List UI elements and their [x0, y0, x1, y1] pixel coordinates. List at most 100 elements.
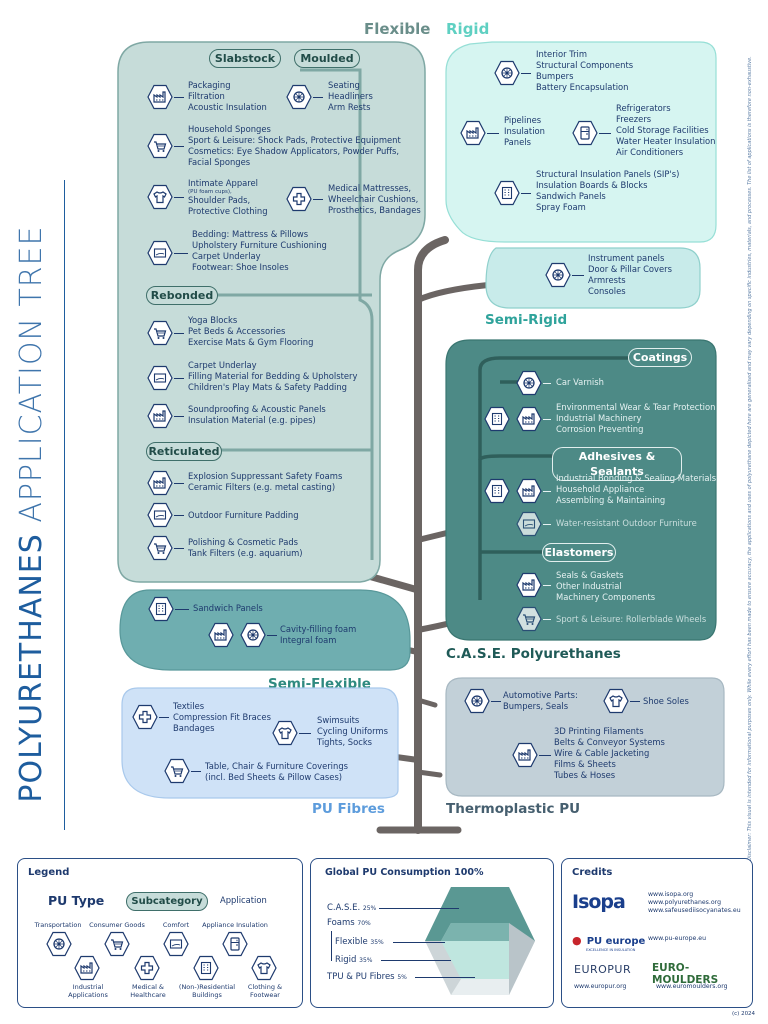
link[interactable]: www.pu-europe.eu — [648, 935, 707, 942]
legend-label: (Non-)Residential Buildings — [178, 983, 236, 999]
connector — [174, 416, 184, 417]
connector — [543, 585, 551, 586]
tshirt-icon — [147, 184, 173, 210]
euromoulders-logo: EURO-MOULDERS — [652, 962, 719, 986]
factory-icon — [516, 406, 542, 432]
connector — [543, 524, 551, 525]
cart-icon — [147, 535, 173, 561]
pill-moulded: Moulded — [294, 49, 360, 68]
list-intimate: Intimate Apparel (PU foam cups), Shoulde… — [188, 178, 268, 216]
wheel-icon — [545, 262, 571, 288]
connector — [174, 548, 184, 549]
cart-icon — [147, 133, 173, 159]
medical-cross-icon — [286, 186, 312, 212]
building-icon — [484, 406, 510, 432]
copyright: (c) 2024 — [732, 1011, 756, 1017]
wheel-icon — [46, 931, 72, 957]
consumption-line — [415, 977, 475, 978]
building-icon — [494, 180, 520, 206]
connector — [174, 253, 188, 254]
connector — [299, 733, 311, 734]
legend-label: Industrial Applications — [68, 983, 108, 999]
legend-pu-type: PU Type — [48, 893, 105, 908]
tshirt-icon — [251, 955, 277, 981]
legend-application: Application — [220, 895, 267, 905]
consumption-title: Global PU Consumption 100% — [325, 867, 484, 878]
fridge-icon — [222, 931, 248, 957]
connector — [174, 333, 184, 334]
connector — [521, 193, 531, 194]
consumption-row-rigid: Rigid 35% — [335, 955, 373, 965]
link[interactable]: www.euromoulders.org — [656, 983, 728, 990]
list-sips: Structural Insulation Panels (SIP's)Insu… — [536, 169, 680, 212]
factory-icon — [147, 403, 173, 429]
pill-elastomers: Elastomers — [542, 543, 616, 562]
connector — [539, 755, 551, 756]
link[interactable]: www.safeusediisocyanates.eu — [648, 907, 741, 914]
legend-label: Transportation — [34, 921, 82, 929]
wheel-icon — [240, 622, 266, 648]
connector — [159, 717, 169, 718]
connector — [543, 383, 551, 384]
legend-label: Medical & Healthcare — [130, 983, 166, 999]
link[interactable]: www.europur.org — [574, 983, 627, 990]
wheel-icon — [286, 84, 312, 110]
label-pu-fibres: PU Fibres — [312, 801, 385, 817]
list-sandwich: Sandwich Panels — [193, 603, 263, 613]
link[interactable]: www.isopa.org — [648, 891, 694, 898]
wheel-icon — [464, 688, 490, 714]
list-sport: Sport & Leisure: Rollerblade Wheels — [556, 614, 707, 624]
consumption-line — [393, 942, 445, 943]
building-icon — [484, 478, 510, 504]
connector — [174, 378, 184, 379]
sofa-icon — [147, 502, 173, 528]
sofa-icon — [516, 511, 542, 537]
connector — [313, 199, 323, 200]
connector — [543, 419, 551, 420]
medical-cross-icon — [132, 704, 158, 730]
legend-label: Clothing & Footwear — [247, 983, 283, 999]
connector — [174, 483, 184, 484]
connector — [572, 275, 584, 276]
connector — [543, 491, 551, 492]
connector — [487, 133, 499, 134]
factory-icon — [516, 572, 542, 598]
legend-label: Consumer Goods — [89, 921, 145, 929]
consumption-line — [379, 908, 459, 909]
consumption-row-flexible: Flexible 35% — [335, 937, 384, 947]
list-water-resistant: Water-resistant Outdoor Furniture — [556, 518, 697, 528]
tshirt-icon — [272, 720, 298, 746]
pill-reticulated: Reticulated — [146, 442, 222, 461]
consumption-line — [381, 960, 451, 961]
cart-icon — [516, 606, 542, 632]
factory-icon — [147, 470, 173, 496]
connector — [491, 701, 501, 702]
link[interactable]: www.polyurethanes.org — [648, 899, 722, 906]
connector — [267, 635, 277, 636]
connector — [521, 73, 531, 74]
factory-icon — [516, 478, 542, 504]
tshirt-icon — [603, 688, 629, 714]
label-rigid: Rigid — [446, 20, 490, 38]
list-automotive: Automotive Parts:Bumpers, Seals — [503, 690, 578, 711]
list-medical: Medical Mattresses,Wheelchair Cushions,P… — [328, 183, 421, 215]
factory-icon — [208, 622, 234, 648]
factory-icon — [147, 84, 173, 110]
credits-title: Credits — [572, 867, 613, 878]
